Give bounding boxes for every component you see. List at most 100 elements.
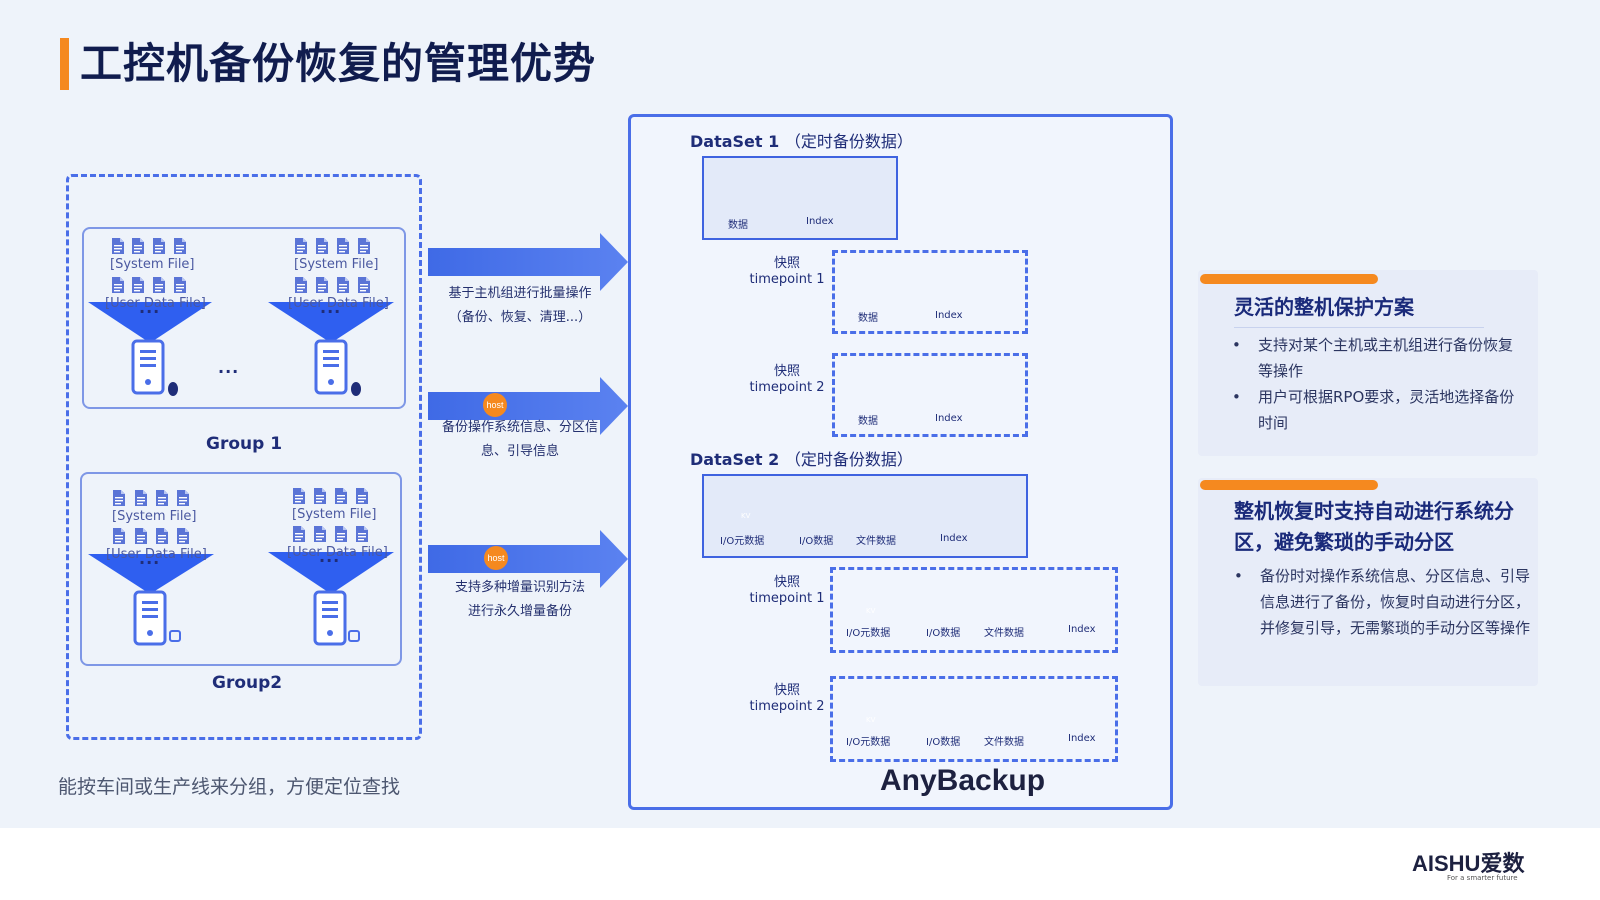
ds2-tp1-kv: KV	[866, 607, 876, 615]
card-auto-partition: 整机恢复时支持自动进行系统分区，避免繁琐的手动分区 •备份时对操作系统信息、分区…	[1198, 478, 1538, 686]
group1-right-host	[268, 238, 394, 395]
ds1-tp2-snapshot: 快照	[773, 364, 800, 379]
ds1-tp1-index-label: Index	[935, 310, 963, 321]
g1-left-user-data-file: [User Data File]	[105, 296, 206, 311]
group-1-label: Group 1	[206, 434, 283, 454]
arrow-batch	[428, 233, 628, 291]
aishu-tagline: For a smarter future	[1447, 874, 1518, 882]
ds2-tp1-index: Index	[1068, 624, 1096, 635]
group-2-box	[80, 472, 402, 666]
ds2-tp1-label: 快照 timepoint 1	[746, 575, 828, 607]
ds2-index-label: Index	[940, 533, 968, 544]
g2-left-system-file: [System File]	[112, 509, 197, 524]
arrow-2-line1: 备份操作系统信息、分区信	[441, 420, 598, 435]
ds1-tp1-box	[832, 250, 1028, 334]
card-1-item-2-text: 用户可根据RPO要求，灵活地选择备份时间	[1258, 388, 1515, 432]
dataset-2-sub: （定时备份数据）	[784, 450, 913, 469]
ds2-io-data-label: I/O数据	[799, 536, 834, 547]
dataset-1-box	[702, 156, 898, 240]
g1-right-system-file: [System File]	[294, 257, 379, 272]
ds2-tp1-snapshot: 快照	[773, 575, 800, 590]
arrow-1-line2: （备份、恢复、清理...）	[448, 310, 592, 325]
ds2-tp1-io-data: I/O数据	[926, 628, 961, 639]
g1-right-ellipsis: ···	[320, 302, 342, 321]
host-badge-1: host	[483, 393, 507, 417]
grouping-footnote: 能按车间或生产线来分组，方便定位查找	[58, 776, 401, 798]
card-flexible-protection: 灵活的整机保护方案 •支持对某个主机或主机组进行备份恢复等操作 •用户可根据RP…	[1198, 270, 1538, 456]
card-1-accent	[1200, 274, 1378, 284]
arrow-3-text: 支持多种增量识别方法 进行永久增量备份	[436, 576, 604, 624]
ds2-tp1-box	[830, 567, 1118, 653]
dataset-1-name: DataSet 1	[690, 132, 780, 151]
ds2-tp2-box	[830, 676, 1118, 762]
g1-middle-ellipsis: ...	[218, 358, 240, 377]
g1-right-user-data-file: [User Data File]	[288, 296, 389, 311]
ds2-tp2-snapshot: 快照	[773, 683, 800, 698]
ds1-tp1-label: 快照 timepoint 1	[746, 256, 828, 288]
ds1-tp2-box	[832, 353, 1028, 437]
page-title: 工控机备份恢复的管理优势	[80, 39, 597, 88]
g2-right-user-data-file: [User Data File]	[287, 545, 388, 560]
anybackup-brand: AnyBackup	[880, 764, 1046, 797]
group-1-box	[82, 227, 406, 409]
ds2-tp2-time: timepoint 2	[749, 699, 825, 714]
ds1-tp1-data-label: 数据	[858, 313, 878, 324]
ds2-tp2-kv: KV	[866, 716, 876, 724]
g1-left-ellipsis: ···	[139, 302, 161, 321]
ds1-tp2-data-label: 数据	[858, 416, 878, 427]
ds2-tp2-io-data: I/O数据	[926, 737, 961, 748]
ds1-tp1-snapshot: 快照	[773, 256, 800, 271]
arrow-2-line2: 息、引导信息	[480, 444, 559, 459]
ds1-tp1-time: timepoint 1	[749, 272, 825, 287]
ds1-tp2-label: 快照 timepoint 2	[746, 364, 828, 396]
ds2-tp1-time: timepoint 1	[749, 591, 825, 606]
card-1-list: •支持对某个主机或主机组进行备份恢复等操作 •用户可根据RPO要求，灵活地选择备…	[1232, 332, 1522, 436]
card-2-item-1: •备份时对操作系统信息、分区信息、引导信息进行了备份，恢复时自动进行分区，并修复…	[1234, 567, 1531, 637]
ds1-tp2-index-label: Index	[935, 413, 963, 424]
arrow-3-line2: 进行永久增量备份	[467, 604, 572, 619]
g2-left-ellipsis: ···	[139, 553, 161, 572]
host-badge-2: host	[484, 546, 508, 570]
ds2-tp2-index: Index	[1068, 733, 1096, 744]
dataset-1-sub: （定时备份数据）	[784, 132, 913, 151]
title-accent-bar	[60, 38, 69, 90]
ds2-kv-label: KV	[741, 512, 751, 520]
arrow-os-info	[428, 377, 628, 435]
g1-left-system-file: [System File]	[110, 257, 195, 272]
arrow-2-text: 备份操作系统信息、分区信 息、引导信息	[430, 416, 610, 464]
ds2-io-meta-label: I/O元数据	[720, 536, 765, 547]
arrow-incremental	[428, 530, 628, 588]
group1-left-host	[88, 238, 212, 395]
card-1-item-1-text: 支持对某个主机或主机组进行备份恢复等操作	[1258, 336, 1514, 380]
ds2-tp1-file-data: 文件数据	[984, 628, 1024, 639]
card-1-item-2: •用户可根据RPO要求，灵活地选择备份时间	[1232, 388, 1515, 432]
ds2-file-data-label: 文件数据	[856, 536, 896, 547]
arrow-3-line1: 支持多种增量识别方法	[454, 580, 585, 595]
dataset-1-title: DataSet 1 （定时备份数据）	[690, 128, 913, 152]
g2-right-system-file: [System File]	[292, 507, 377, 522]
card-1-divider	[1234, 327, 1484, 328]
arrow-1-line1: 基于主机组进行批量操作	[448, 286, 592, 301]
dataset-2-box	[702, 474, 1028, 558]
aishu-logo: AISHU爱数	[1412, 851, 1525, 876]
card-2-accent	[1200, 480, 1378, 490]
card-2-title: 整机恢复时支持自动进行系统分区，避免繁琐的手动分区	[1234, 499, 1514, 554]
ds2-tp2-file-data: 文件数据	[984, 737, 1024, 748]
ds2-tp2-label: 快照 timepoint 2	[746, 683, 828, 715]
ds2-tp1-io-meta: I/O元数据	[846, 628, 891, 639]
linux-icon	[168, 382, 361, 396]
dataset-2-title: DataSet 2 （定时备份数据）	[690, 446, 913, 470]
card-1-title: 灵活的整机保护方案	[1234, 295, 1414, 319]
card-2-list: •备份时对操作系统信息、分区信息、引导信息进行了备份，恢复时自动进行分区，并修复…	[1234, 563, 1530, 641]
group2-right-host	[268, 488, 394, 646]
group-2-label: Group2	[212, 673, 283, 693]
ds1-index-label: Index	[806, 216, 834, 227]
ds1-data-label: 数据	[728, 220, 748, 231]
groups-container	[66, 174, 422, 740]
arrow-1-text: 基于主机组进行批量操作 （备份、恢复、清理...）	[436, 282, 604, 330]
group2-left-host	[88, 490, 214, 646]
g2-right-ellipsis: ···	[319, 551, 341, 570]
g2-left-user-data-file: [User Data File]	[106, 547, 207, 562]
card-2-item-1-text: 备份时对操作系统信息、分区信息、引导信息进行了备份，恢复时自动进行分区，并修复引…	[1260, 567, 1531, 637]
ds1-tp2-time: timepoint 2	[749, 380, 825, 395]
